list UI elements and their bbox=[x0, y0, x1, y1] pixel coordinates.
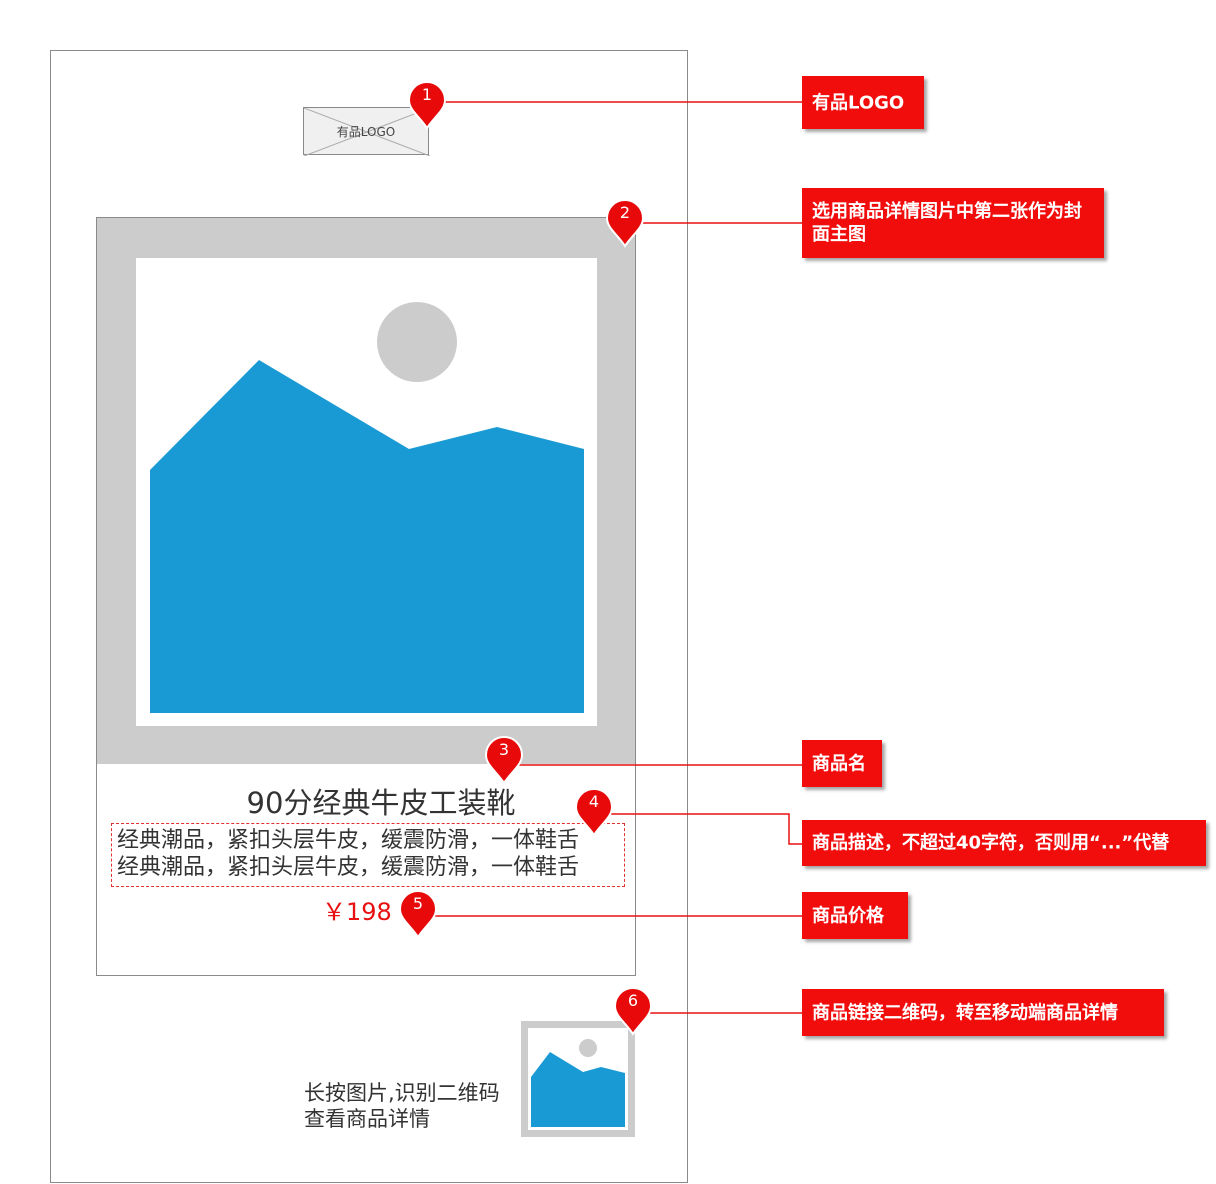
qr-hint-text: 长按图片,识别二维码 查看商品详情 bbox=[304, 1080, 500, 1132]
callout-text: 有品LOGO bbox=[812, 92, 905, 113]
callout-text: 商品链接二维码，转至移动端商品详情 bbox=[812, 1002, 1118, 1023]
map-pin-icon bbox=[484, 735, 524, 785]
map-pin-icon bbox=[613, 986, 653, 1036]
callout-text: 商品价格 bbox=[812, 905, 884, 926]
qr-hint-line: 长按图片,识别二维码 bbox=[304, 1081, 500, 1105]
callout-2: 选用商品详情图片中第二张作为封面主图 bbox=[802, 188, 1104, 258]
product-price: ￥198 bbox=[322, 898, 392, 926]
marker-number: 3 bbox=[498, 740, 510, 759]
marker-number: 5 bbox=[412, 894, 424, 913]
map-pin-icon bbox=[605, 198, 645, 248]
callout-4: 商品描述，不超过40字符，否则用“...”代替 bbox=[802, 820, 1206, 866]
callout-text: 选用商品详情图片中第二张作为封面主图 bbox=[812, 201, 1082, 245]
logo-placeholder: 有品LOGO bbox=[303, 107, 430, 156]
callout-6: 商品链接二维码，转至移动端商品详情 bbox=[802, 989, 1164, 1036]
marker-6: 6 bbox=[613, 986, 653, 1038]
marker-number: 2 bbox=[619, 203, 631, 222]
image-placeholder-cross-icon bbox=[304, 108, 430, 156]
callout-5: 商品价格 bbox=[802, 892, 908, 939]
marker-5: 5 bbox=[398, 889, 438, 941]
callout-3: 商品名 bbox=[802, 740, 882, 787]
marker-2: 2 bbox=[605, 198, 645, 250]
map-pin-icon bbox=[574, 787, 614, 837]
logo-label: 有品LOGO bbox=[336, 124, 396, 139]
product-name: 90分经典牛皮工装靴 bbox=[246, 786, 516, 820]
callout-text: 商品描述，不超过40字符，否则用“...”代替 bbox=[812, 832, 1170, 854]
cover-image-placeholder-icon bbox=[136, 258, 597, 726]
callout-text: 商品名 bbox=[812, 753, 866, 774]
callout-1: 有品LOGO bbox=[802, 76, 924, 129]
marker-1: 1 bbox=[407, 80, 447, 132]
map-pin-icon bbox=[407, 80, 447, 130]
marker-number: 6 bbox=[627, 991, 639, 1010]
product-description-line: 经典潮品，紧扣头层牛皮，缓震防滑，一体鞋舌 bbox=[117, 855, 580, 880]
map-pin-icon bbox=[398, 889, 438, 939]
product-description-box: 经典潮品，紧扣头层牛皮，缓震防滑，一体鞋舌 经典潮品，紧扣头层牛皮，缓震防滑，一… bbox=[111, 823, 625, 887]
product-description-line: 经典潮品，紧扣头层牛皮，缓震防滑，一体鞋舌 bbox=[117, 828, 580, 853]
marker-number: 4 bbox=[588, 792, 600, 811]
marker-number: 1 bbox=[421, 85, 433, 104]
qr-hint-line: 查看商品详情 bbox=[304, 1107, 430, 1131]
qr-code-placeholder-icon[interactable] bbox=[521, 1021, 635, 1137]
marker-4: 4 bbox=[574, 787, 614, 839]
marker-3: 3 bbox=[484, 735, 524, 787]
